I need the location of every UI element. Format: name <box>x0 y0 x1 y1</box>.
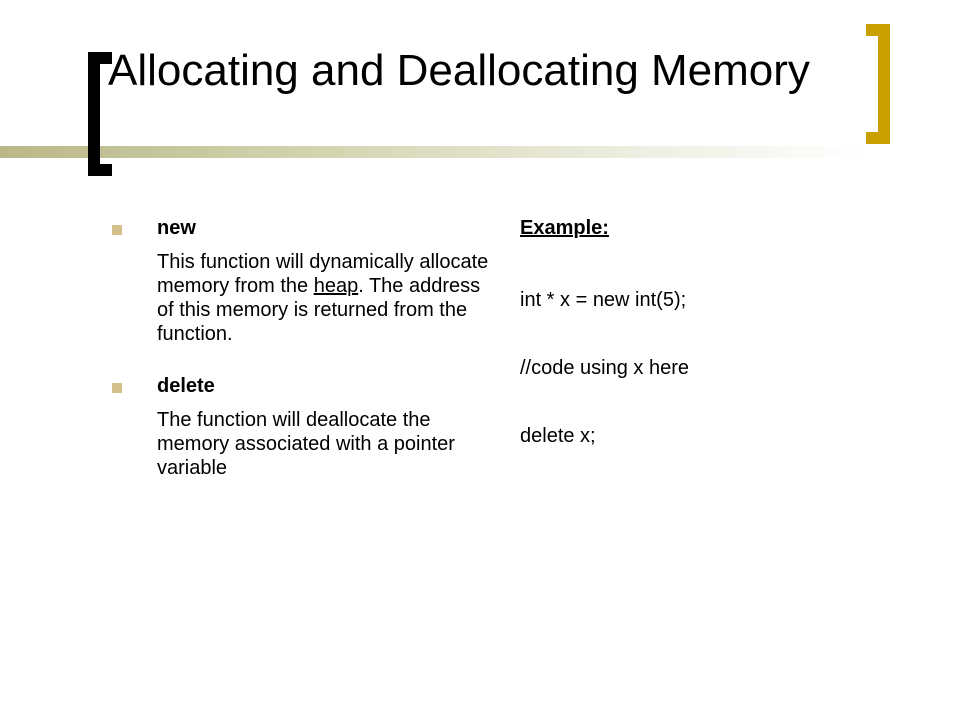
example-label: Example: <box>520 217 609 239</box>
bullet-item-new: new This function will dynamically alloc… <box>112 214 492 346</box>
square-bullet-icon <box>112 383 122 393</box>
term-new: new <box>157 217 196 239</box>
title-decoration-band <box>0 146 870 158</box>
description-delete: The function will deallocate the memory … <box>157 409 455 479</box>
code-line: delete x; <box>520 425 596 447</box>
right-bracket-decoration <box>866 24 890 144</box>
square-bullet-icon <box>112 225 122 235</box>
term-delete: delete <box>157 375 215 397</box>
left-bracket-decoration <box>88 52 112 176</box>
heap-term: heap <box>313 275 359 297</box>
code-line: //code using x here <box>520 357 689 379</box>
description-new-part1: This function will dynamically allocate … <box>157 251 489 297</box>
bullet-item-delete: delete The function will deallocate the … <box>112 372 492 480</box>
bullet-list: new This function will dynamically alloc… <box>112 214 492 480</box>
example-column: Example: int * x = new int(5); //code us… <box>520 214 920 450</box>
slide-title: Allocating and Deallocating Memory <box>108 46 810 95</box>
description-new-part2: . The address of this memory is returned… <box>157 275 481 345</box>
code-line: int * x = new int(5); <box>520 289 687 311</box>
description-new: This function will dynamically allocate … <box>157 250 492 346</box>
